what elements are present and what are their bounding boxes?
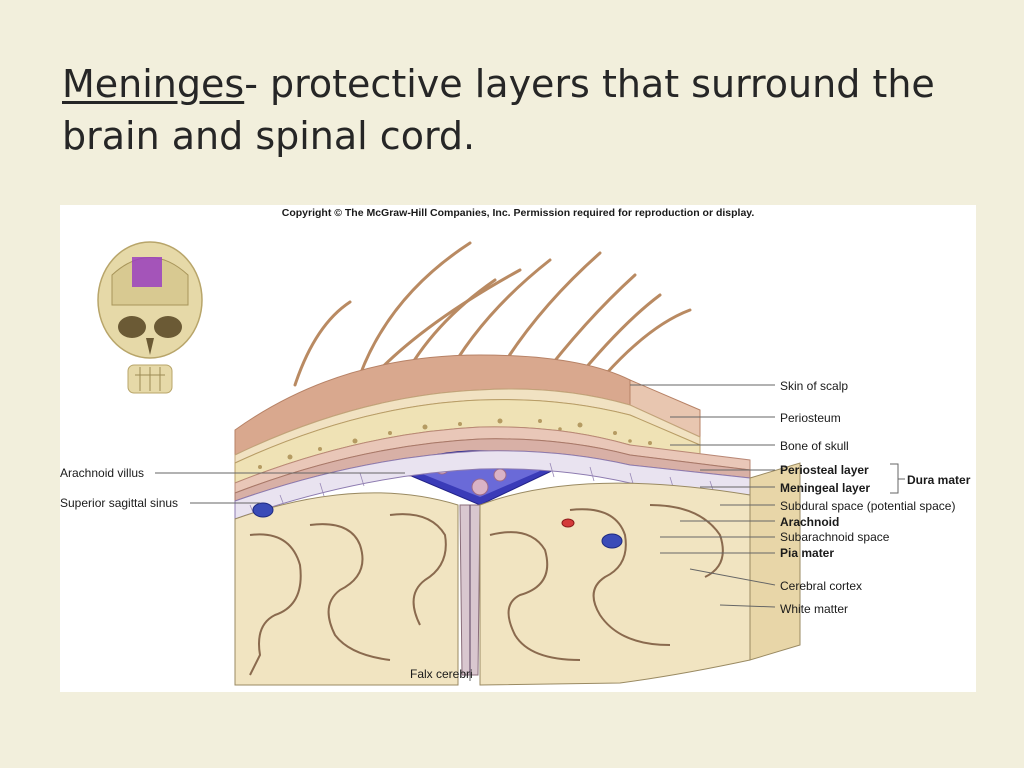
label-dura-mater: Dura mater (907, 473, 971, 487)
label-skin-of-scalp: Skin of scalp (780, 379, 849, 393)
skull-thumbnail (97, 241, 203, 394)
leader-lines (155, 384, 905, 681)
copyright-notice: Copyright © The McGraw-Hill Companies, I… (281, 207, 755, 219)
label-subarachnoid-space: Subarachnoid space (780, 530, 890, 544)
label-arachnoid: Arachnoid (780, 515, 840, 529)
label-subdural-space: Subdural space (potential space) (780, 499, 956, 513)
artery (561, 518, 575, 528)
label-periosteal-layer: Periosteal layer (780, 463, 869, 477)
label-superior-sagittal-sinus: Superior sagittal sinus (60, 496, 179, 510)
label-periosteum: Periosteum (780, 411, 841, 425)
label-meningeal-layer: Meningeal layer (780, 481, 871, 495)
title-term: Meninges (62, 62, 245, 106)
cortex-gyri-left (249, 513, 447, 676)
label-cerebral-cortex: Cerebral cortex (780, 579, 863, 593)
brain-right-hemisphere (479, 482, 751, 686)
label-arachnoid-villus: Arachnoid villus (60, 466, 145, 480)
brain-left-hemisphere (234, 492, 459, 686)
vein-left (252, 502, 274, 518)
cortex-gyri-right (489, 504, 724, 661)
meninges-illustration (97, 241, 905, 686)
label-bone-of-skull: Bone of skull (780, 439, 849, 453)
meninges-diagram: Copyright © The McGraw-Hill Companies, I… (60, 205, 976, 692)
vein-right (601, 533, 623, 549)
brain-block-side (749, 462, 801, 661)
label-white-matter: White matter (780, 602, 849, 616)
label-pia-mater: Pia mater (780, 546, 835, 560)
label-falx-cerebri: Falx cerebri (410, 667, 473, 681)
slide-title: Meninges- protective layers that surroun… (62, 58, 962, 162)
title-rest: - protective layers that surround the br… (62, 62, 935, 158)
